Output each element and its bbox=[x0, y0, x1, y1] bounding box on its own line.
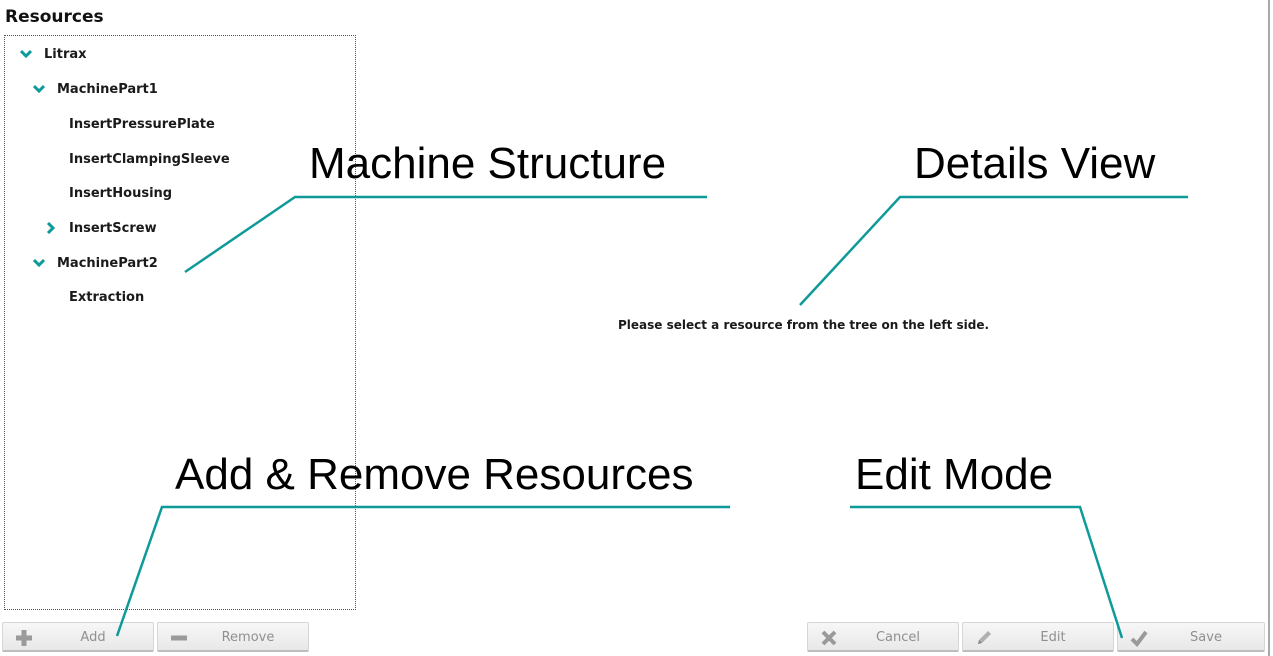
annotation-edit-mode: Edit Mode bbox=[855, 450, 1054, 499]
chevron-down-icon[interactable] bbox=[19, 47, 33, 61]
chevron-right-icon[interactable] bbox=[44, 221, 58, 235]
tree-item-label: Litrax bbox=[44, 46, 87, 62]
checkmark-icon bbox=[1128, 627, 1150, 649]
resource-tree[interactable]: Litrax MachinePart1 InsertPressurePlate … bbox=[4, 35, 356, 610]
chevron-down-icon[interactable] bbox=[32, 82, 46, 96]
edit-button[interactable]: Edit bbox=[962, 622, 1114, 652]
cancel-button-label: Cancel bbox=[875, 630, 921, 645]
remove-button[interactable]: Remove bbox=[157, 622, 309, 652]
save-button[interactable]: Save bbox=[1117, 622, 1265, 652]
annotation-details-view: Details View bbox=[914, 139, 1156, 188]
tree-item-machinepart1[interactable]: MachinePart1 bbox=[32, 78, 158, 100]
window-right-border bbox=[1268, 0, 1270, 656]
x-icon bbox=[818, 627, 840, 649]
edit-button-label: Edit bbox=[1040, 630, 1066, 645]
tree-item-insertpressureplate[interactable]: InsertPressurePlate bbox=[69, 113, 215, 135]
remove-button-label: Remove bbox=[221, 630, 275, 645]
tree-item-label: InsertClampingSleeve bbox=[69, 151, 230, 167]
tree-item-inserthousing[interactable]: InsertHousing bbox=[69, 182, 172, 204]
save-button-label: Save bbox=[1190, 630, 1222, 645]
minus-icon bbox=[168, 627, 190, 649]
chevron-down-icon[interactable] bbox=[32, 256, 46, 270]
tree-item-extraction[interactable]: Extraction bbox=[69, 286, 144, 308]
add-button-label: Add bbox=[80, 630, 106, 645]
annotation-add-remove: Add & Remove Resources bbox=[175, 450, 694, 499]
tree-item-insertclampingsleeve[interactable]: InsertClampingSleeve bbox=[69, 148, 230, 170]
annotation-machine-structure: Machine Structure bbox=[309, 139, 667, 188]
tree-item-label: MachinePart2 bbox=[57, 255, 158, 271]
tree-item-label: InsertScrew bbox=[69, 220, 157, 236]
details-placeholder-message: Please select a resource from the tree o… bbox=[618, 318, 990, 332]
plus-icon bbox=[13, 627, 35, 649]
tree-item-label: InsertHousing bbox=[69, 185, 173, 201]
add-button[interactable]: Add bbox=[2, 622, 154, 652]
details-view-leader bbox=[799, 195, 1188, 306]
tree-item-label: Extraction bbox=[69, 289, 145, 305]
tree-item-label: InsertPressurePlate bbox=[69, 116, 215, 132]
cancel-button[interactable]: Cancel bbox=[807, 622, 959, 652]
tree-item-insertscrew[interactable]: InsertScrew bbox=[44, 217, 157, 239]
tree-item-machinepart2[interactable]: MachinePart2 bbox=[32, 252, 158, 274]
edit-mode-leader bbox=[850, 505, 1124, 639]
tree-item-label: MachinePart1 bbox=[57, 81, 158, 97]
panel-title: Resources bbox=[5, 7, 104, 27]
tree-item-litrax[interactable]: Litrax bbox=[19, 43, 87, 65]
